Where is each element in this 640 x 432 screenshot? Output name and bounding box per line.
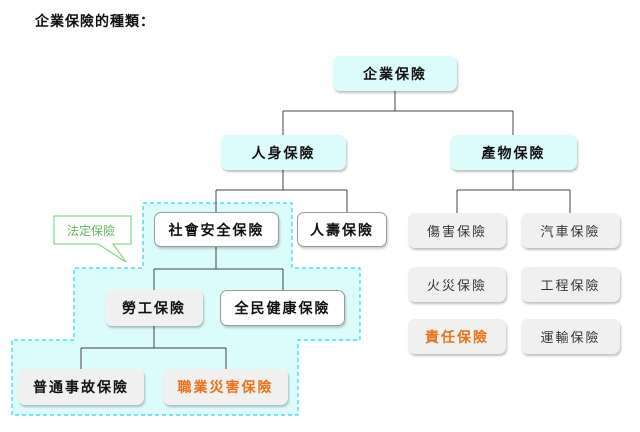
node-labor[interactable]: 勞工保險 (105, 290, 203, 326)
statutory-insurance-callout: 法定保險 (66, 223, 115, 238)
statutory-zone-outline (11, 202, 361, 416)
callout-bubble (53, 215, 132, 263)
node-transport[interactable]: 運輸保險 (521, 319, 620, 354)
node-auto[interactable]: 汽車保險 (521, 213, 620, 248)
node-social-security[interactable]: 社會安全保險 (154, 212, 279, 247)
node-ordinary-accident[interactable]: 普通事故保險 (18, 369, 144, 405)
connector-lines (80, 91, 571, 369)
node-property[interactable]: 產物保險 (450, 135, 577, 170)
node-national-health[interactable]: 全民健康保險 (220, 290, 345, 326)
node-fire[interactable]: 火災保險 (408, 267, 506, 302)
node-root[interactable]: 企業保險 (333, 56, 457, 91)
node-injury[interactable]: 傷害保險 (408, 213, 506, 248)
node-occupational[interactable]: 職業災害保險 (163, 369, 288, 405)
node-liability[interactable]: 責任保險 (408, 319, 506, 354)
node-life[interactable]: 人壽保險 (297, 212, 387, 247)
node-personal[interactable]: 人身保險 (221, 135, 346, 170)
page-title: 企業保險的種類： (35, 14, 155, 30)
node-engineering[interactable]: 工程保險 (521, 267, 620, 302)
